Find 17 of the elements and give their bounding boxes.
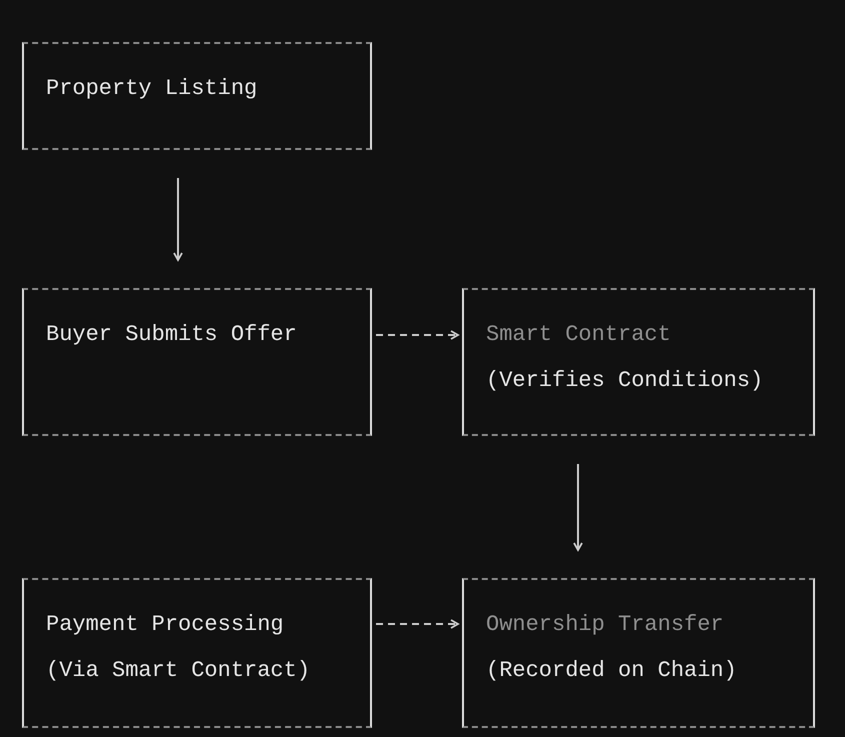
arrow: [376, 619, 459, 629]
arrow: [173, 178, 183, 261]
process-box: [22, 578, 372, 728]
box-title: Payment Processing: [46, 611, 285, 639]
box-subtitle: (Verifies Conditions): [486, 367, 764, 395]
arrow: [573, 464, 583, 551]
box-title: Ownership Transfer: [486, 611, 725, 639]
box-subtitle: (Via Smart Contract): [46, 657, 312, 685]
process-box: [22, 42, 372, 150]
process-box: [462, 578, 815, 728]
box-subtitle: (Recorded on Chain): [486, 657, 738, 685]
box-title: Property Listing: [46, 75, 258, 103]
box-title: Buyer Submits Offer: [46, 321, 298, 349]
process-box: [462, 288, 815, 436]
arrow: [376, 330, 459, 340]
process-box: [22, 288, 372, 436]
box-title: Smart Contract: [486, 321, 672, 349]
